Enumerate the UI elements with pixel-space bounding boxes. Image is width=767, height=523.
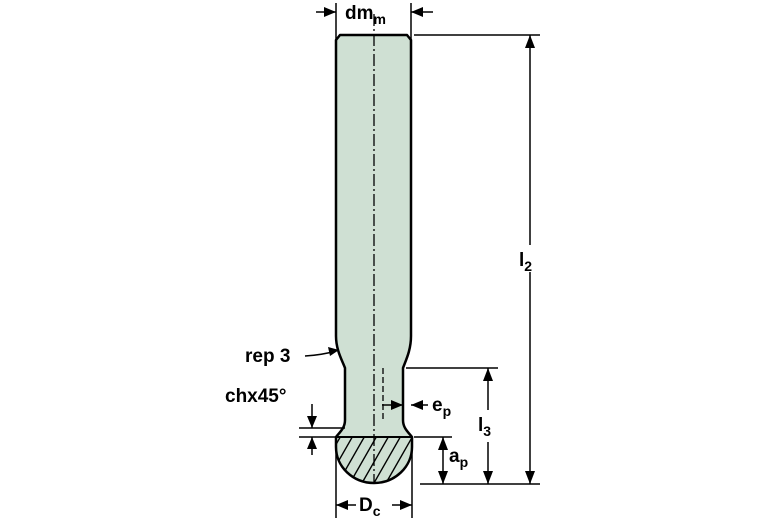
chx-label: chx45°: [225, 386, 286, 407]
chx-dimension: [299, 404, 345, 455]
l3-label: l3: [478, 415, 491, 439]
ep-dimension: [382, 400, 428, 410]
dm-label: dmm: [345, 3, 386, 27]
ap-label: ap: [449, 446, 468, 470]
l2-dimension: [414, 34, 540, 485]
ap-dimension: [414, 436, 452, 484]
dc-label: Dc: [359, 495, 381, 519]
ep-label: ep: [432, 395, 451, 419]
l2-label: l2: [519, 250, 532, 274]
dm-dimension: [316, 3, 433, 40]
rep-label: rep 3: [245, 346, 290, 367]
dc-dimension: [335, 450, 413, 518]
rep-leader: [304, 347, 339, 357]
l3-dimension: [406, 367, 498, 484]
